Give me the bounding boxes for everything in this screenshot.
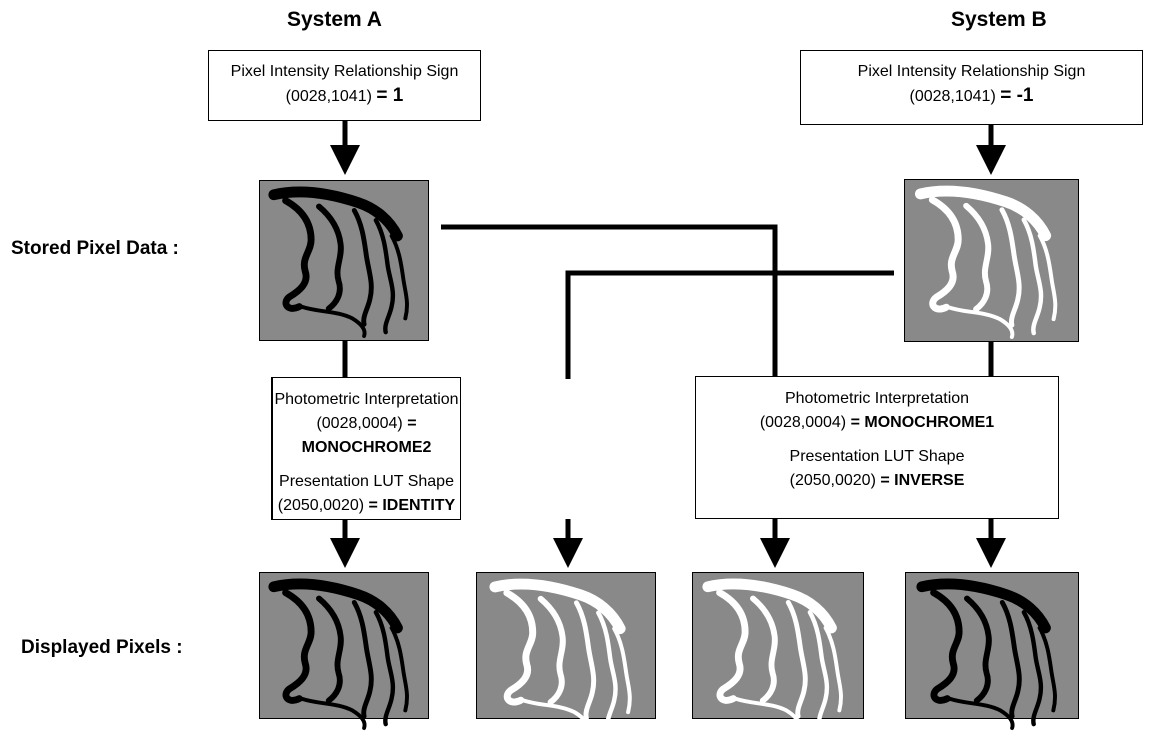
pi-a-value-line: (0028,0004) = MONOCHROME2	[273, 412, 460, 460]
white-vessels-icon	[477, 573, 654, 733]
stored-image-system-a	[259, 180, 429, 341]
lut-b-value: = INVERSE	[880, 472, 965, 489]
system-b-title: System B	[951, 8, 1047, 31]
pi-b-label: Photometric Interpretation	[784, 390, 970, 407]
system-a-title: System A	[287, 8, 382, 31]
pi-b-value-line: (0028,0004) = MONOCHROME1	[696, 411, 1058, 435]
line-stored-a-to-pi-b	[441, 224, 778, 377]
lut-a-label: Presentation LUT Shape	[279, 473, 454, 490]
pi-a-value: = MONOCHROME2	[301, 415, 432, 456]
sign-box-system-a: Pixel Intensity Relationship Sign (0028,…	[208, 50, 481, 121]
displayed-image-3	[692, 572, 864, 719]
sign-box-system-b: Pixel Intensity Relationship Sign (0028,…	[800, 50, 1143, 125]
lut-a-tag: (2050,0020)	[277, 497, 365, 514]
displayed-image-2	[476, 572, 656, 719]
lut-b-value-line: (2050,0020) = INVERSE	[696, 469, 1058, 493]
sign-tag-b: (0028,1041)	[909, 88, 996, 105]
lut-a-value: = IDENTITY	[368, 497, 456, 514]
sign-tag-a: (0028,1041)	[285, 88, 372, 105]
sign-box-a-value-line: (0028,1041) = 1	[209, 84, 480, 109]
pi-b-tag: (0028,0004)	[759, 414, 847, 431]
lut-b-tag: (2050,0020)	[789, 472, 876, 489]
sign-box-b-value-line: (0028,1041) = -1	[801, 84, 1142, 109]
white-vessels-icon	[905, 180, 1077, 340]
sign-box-a-label: Pixel Intensity Relationship Sign	[230, 63, 459, 80]
displayed-image-1	[259, 572, 429, 719]
stored-image-system-b	[904, 179, 1079, 342]
line-stored-b-to-pi-a	[565, 270, 894, 379]
pi-box-b: Photometric Interpretation (0028,0004) =…	[695, 376, 1059, 519]
sign-value-a: = 1	[376, 85, 404, 106]
pi-a-label: Photometric Interpretation	[274, 391, 459, 408]
pi-box-a: Photometric Interpretation (0028,0004) =…	[272, 377, 461, 520]
displayed-pixels-label: Displayed Pixels :	[21, 637, 183, 658]
pi-a-tag: (0028,0004)	[316, 415, 403, 432]
black-vessels-icon	[906, 573, 1077, 731]
white-vessels-icon	[693, 573, 862, 731]
pi-b-value: = MONOCHROME1	[850, 414, 995, 431]
lut-b-label: Presentation LUT Shape	[789, 448, 965, 465]
black-vessels-icon	[260, 181, 427, 339]
sign-box-b-label: Pixel Intensity Relationship Sign	[857, 63, 1086, 80]
stored-pixel-data-label: Stored Pixel Data :	[11, 238, 179, 259]
displayed-image-4	[905, 572, 1079, 719]
lut-a-value-line: (2050,0020) = IDENTITY	[273, 494, 460, 518]
black-vessels-icon	[260, 573, 427, 731]
sign-value-b: = -1	[1000, 85, 1034, 106]
